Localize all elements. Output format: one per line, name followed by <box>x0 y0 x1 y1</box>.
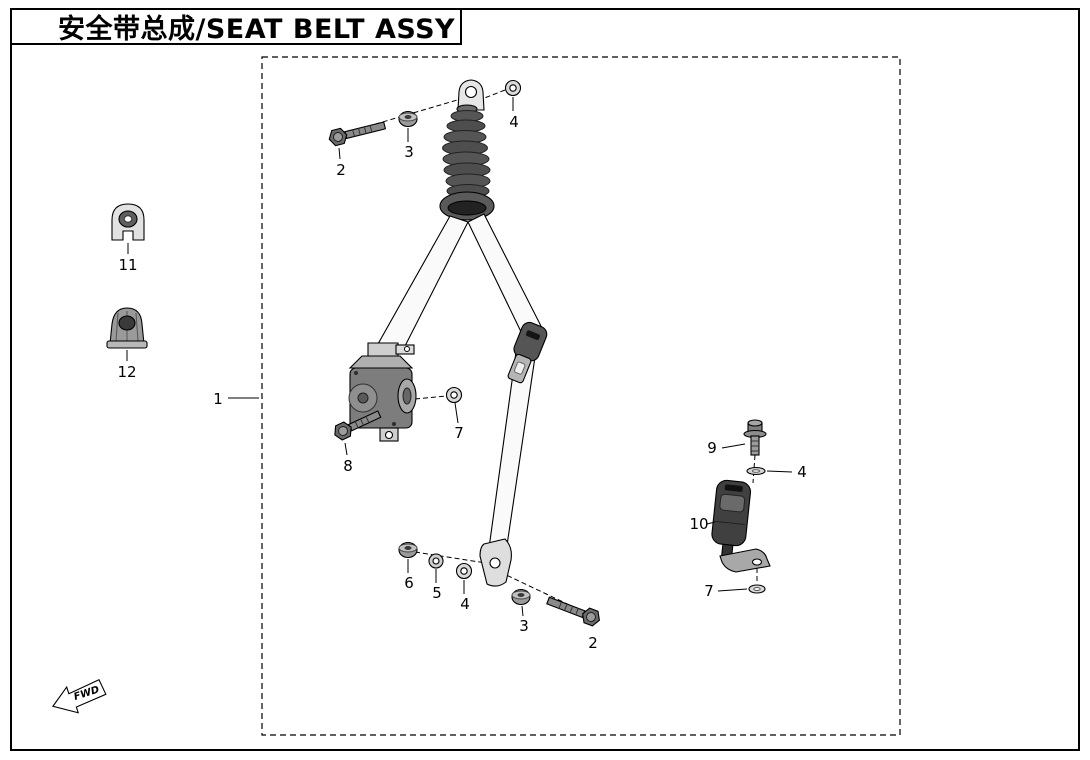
assembly-dashed-box <box>261 56 901 736</box>
washer-7-mid <box>445 386 463 404</box>
lower-anchor-plate <box>479 538 512 587</box>
callout-12: 12 <box>117 363 136 381</box>
nut-3-bottom <box>511 588 531 606</box>
callout-10: 10 <box>689 515 708 533</box>
washer-5 <box>428 553 444 569</box>
callout-4-right: 4 <box>797 463 807 481</box>
title-box: 安全带总成/SEAT BELT ASSY <box>10 8 462 45</box>
callout-leaders <box>126 97 793 617</box>
callout-11: 11 <box>118 256 137 274</box>
nut-6 <box>398 541 418 559</box>
washer-4-bottom <box>455 562 473 580</box>
belt-retractor <box>348 342 417 442</box>
callout-9: 9 <box>707 439 717 457</box>
callout-4-top: 4 <box>509 113 519 131</box>
callout-7-mid: 7 <box>454 424 464 442</box>
washer-4-top <box>504 79 522 97</box>
washer-7-right <box>748 584 766 594</box>
callout-4-bottom: 4 <box>460 595 470 613</box>
bolt-9 <box>743 419 767 456</box>
nut-3-top <box>398 110 418 128</box>
washer-4-right <box>746 466 766 476</box>
fwd-arrow: FWD <box>52 678 107 714</box>
callout-3-bottom: 3 <box>519 617 529 635</box>
belt-guide-ring <box>439 191 495 221</box>
belt-clip-11 <box>111 203 145 241</box>
bolt-2-bottom <box>546 596 600 627</box>
callout-labels: 1 2 3 4 11 12 7 8 6 5 4 3 2 9 4 10 7 <box>117 113 806 652</box>
callout-2-top: 2 <box>336 161 346 179</box>
callout-3-top: 3 <box>404 143 414 161</box>
callout-8: 8 <box>343 457 353 475</box>
page-border <box>10 8 1080 751</box>
callout-1: 1 <box>213 390 223 408</box>
bolt-2-top <box>328 121 387 147</box>
callout-5: 5 <box>432 584 442 602</box>
buckle-tongue <box>507 321 548 384</box>
callout-7-right: 7 <box>704 582 714 600</box>
belt-webbing <box>377 213 543 553</box>
buckle-assembly <box>711 479 771 573</box>
callout-2-bottom: 2 <box>588 634 598 652</box>
callout-6: 6 <box>404 574 414 592</box>
belt-clip-12 <box>106 307 148 349</box>
page-title: 安全带总成/SEAT BELT ASSY <box>58 14 456 45</box>
bellows-boot <box>442 104 491 198</box>
bolt-8 <box>334 410 382 441</box>
upper-anchor-plate <box>457 79 485 111</box>
